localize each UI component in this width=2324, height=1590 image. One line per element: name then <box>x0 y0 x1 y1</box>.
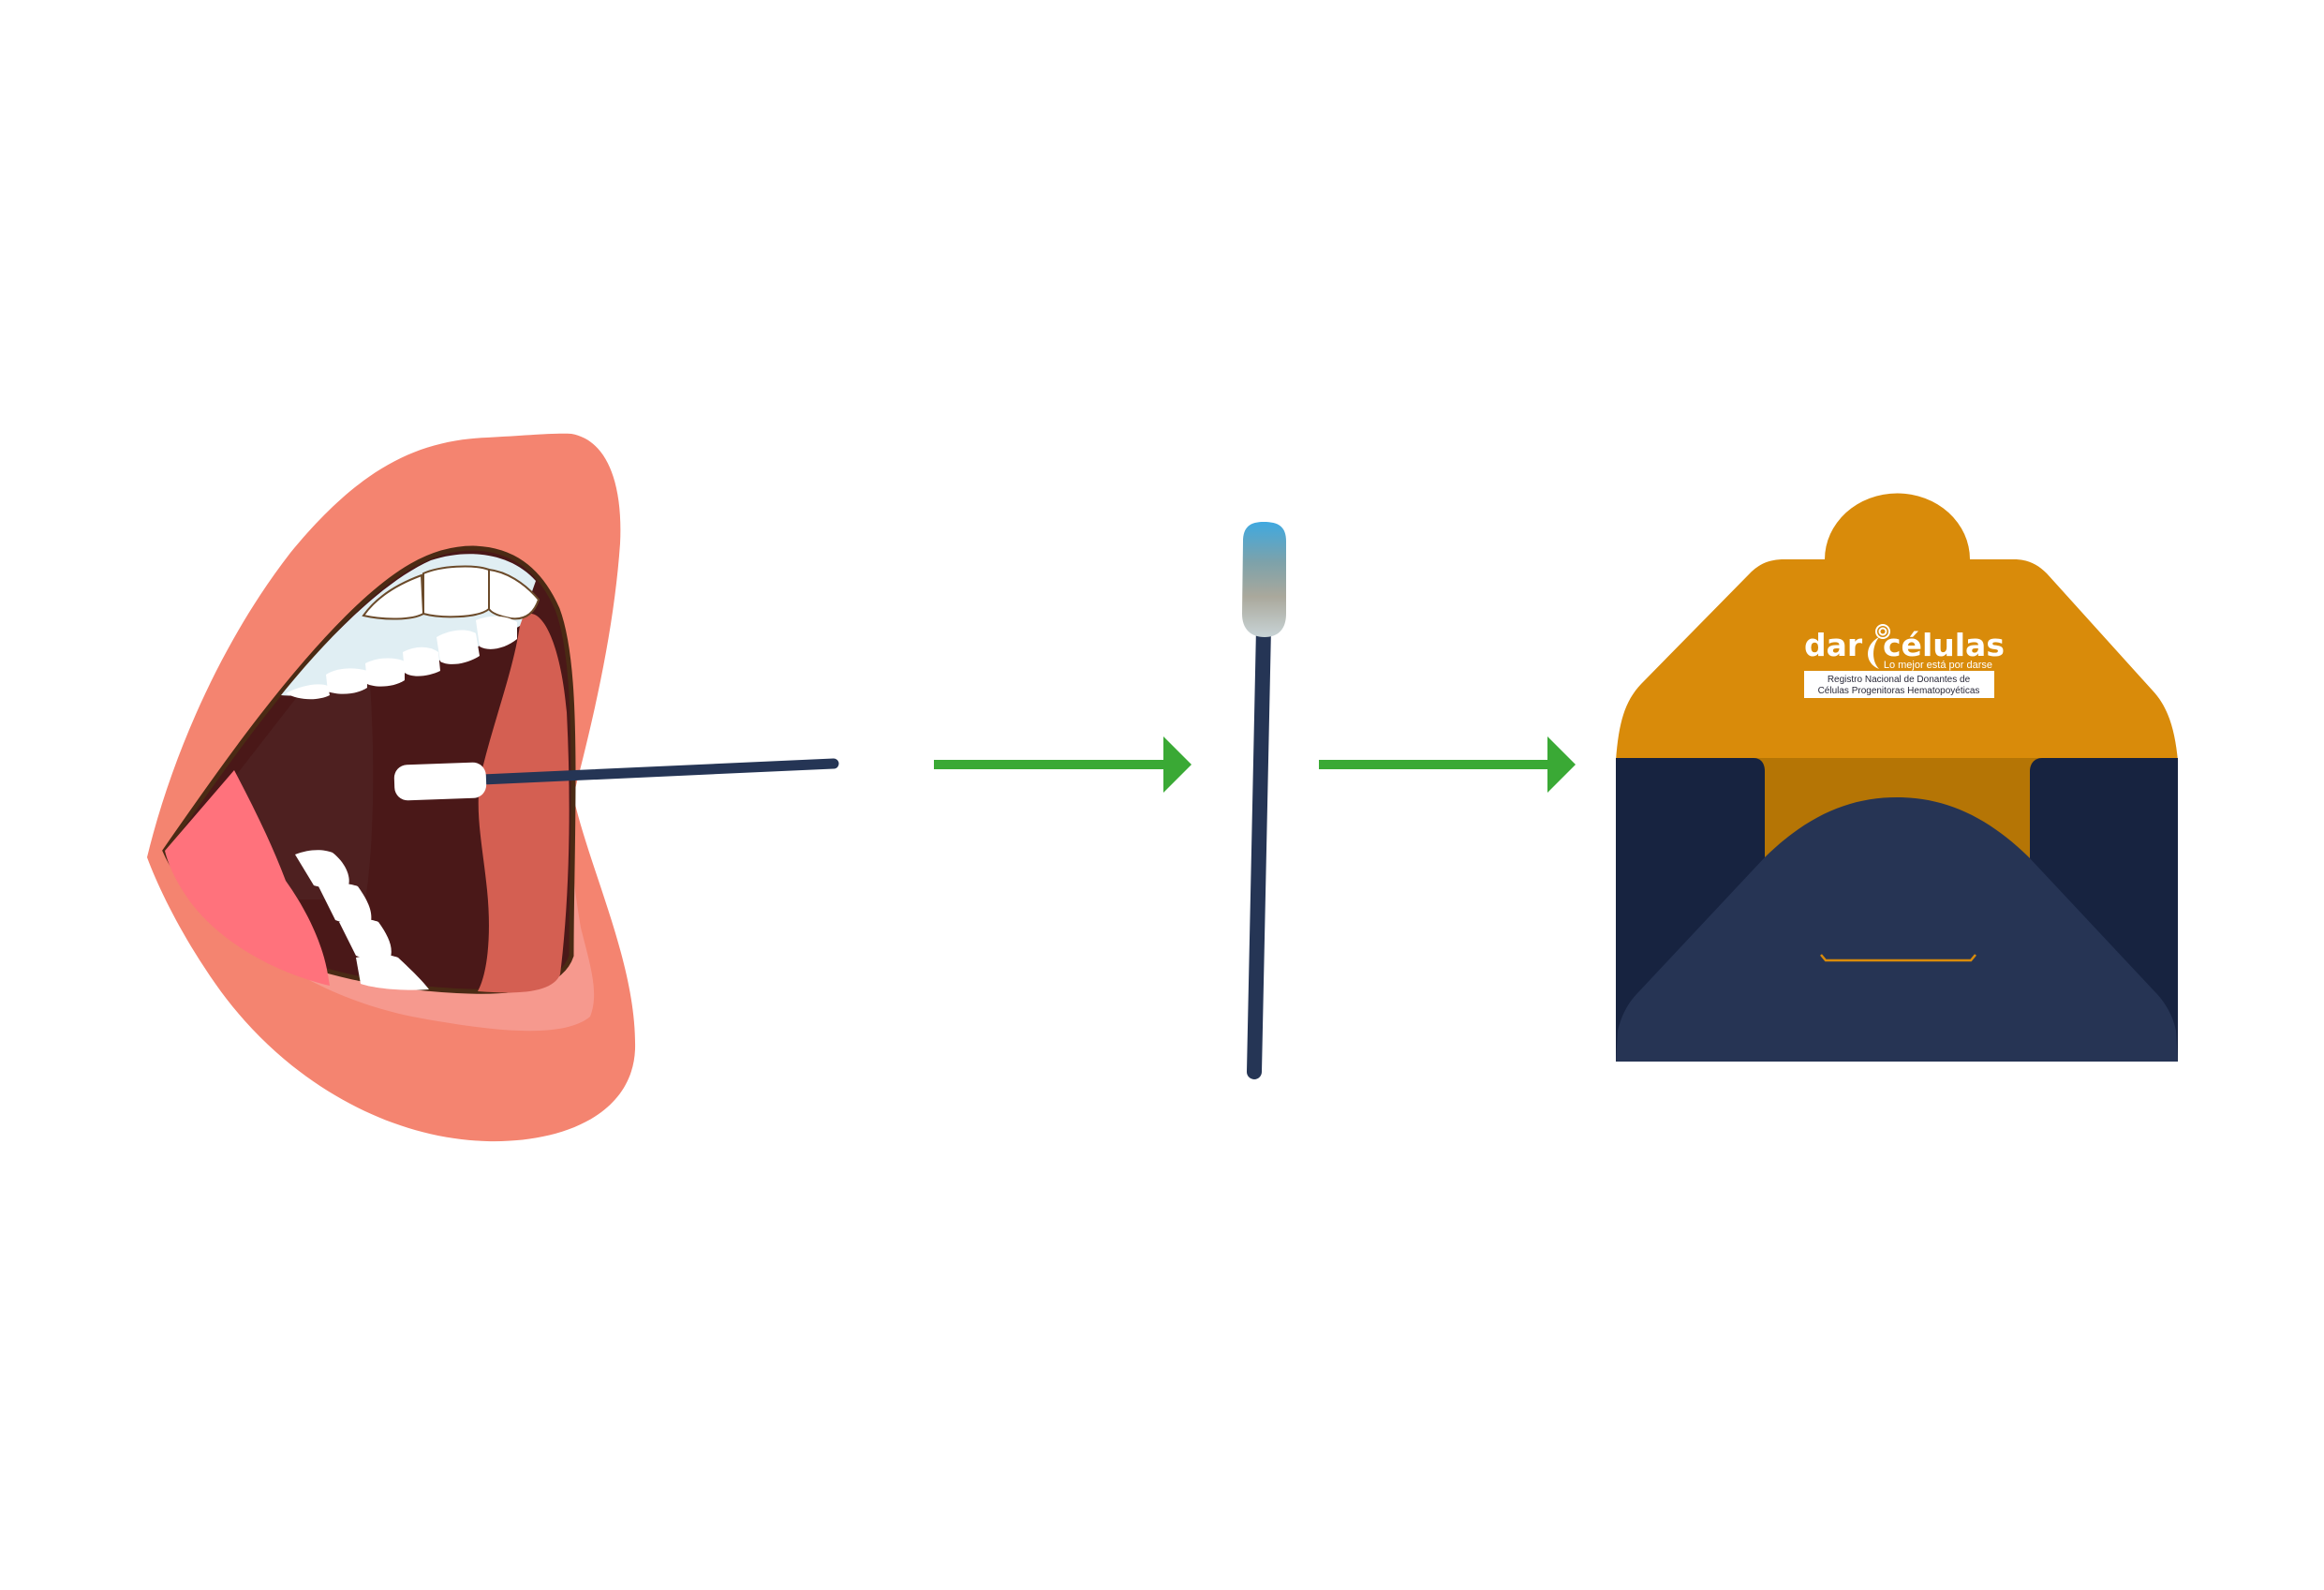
swab-stick <box>1247 620 1271 1079</box>
mouth-illustration <box>147 433 839 1142</box>
arrow-head <box>1163 736 1192 793</box>
arrow-shaft <box>934 760 1168 769</box>
upper-teeth <box>362 565 540 620</box>
registry-line-2: Células Progenitoras Hematopoyéticas <box>1818 686 1980 696</box>
arrow-right-icon <box>934 736 1192 793</box>
spiral-icon <box>1875 624 1890 639</box>
swab-tip <box>1242 522 1286 637</box>
registry-line-1: Registro Nacional de Donantes de <box>1828 675 1971 685</box>
tooth <box>318 884 372 925</box>
tooth <box>422 565 490 618</box>
arrow-head <box>1547 736 1576 793</box>
envelope-flap <box>1616 493 2178 761</box>
envelope-illustration: dar células Lo mejor está por darse Regi… <box>1616 493 2178 1062</box>
swab-illustration <box>1242 522 1286 1079</box>
arrow-right-icon <box>1319 736 1576 793</box>
tooth <box>365 658 405 687</box>
cheek-inner <box>478 613 570 993</box>
arrow-shaft <box>1319 760 1553 769</box>
swab-stick <box>477 758 839 785</box>
logo-tagline: Lo mejor está por darse <box>1884 660 1992 671</box>
upper-back-teeth <box>286 616 517 700</box>
tooth <box>356 955 429 990</box>
swab-in-mouth <box>393 758 839 801</box>
tooth <box>326 668 367 694</box>
crescent-icon <box>1868 637 1879 669</box>
tooth <box>286 684 330 700</box>
envelope-front-flap <box>1616 797 2178 1062</box>
envelope-slot <box>1820 954 1976 962</box>
tooth <box>339 919 392 960</box>
tooth <box>403 646 440 676</box>
tooth <box>437 630 480 664</box>
tongue <box>165 770 330 986</box>
logo-dar: dar <box>1804 627 1863 663</box>
tooth <box>488 568 540 620</box>
tooth <box>476 616 517 649</box>
logo-celulas: células <box>1883 627 2005 663</box>
registry-label-box <box>1804 671 1994 698</box>
swab-tip <box>393 762 487 801</box>
darcelulas-logo: dar células Lo mejor está por darse Regi… <box>1804 624 2005 698</box>
tooth <box>295 850 349 889</box>
lower-teeth <box>295 850 429 990</box>
